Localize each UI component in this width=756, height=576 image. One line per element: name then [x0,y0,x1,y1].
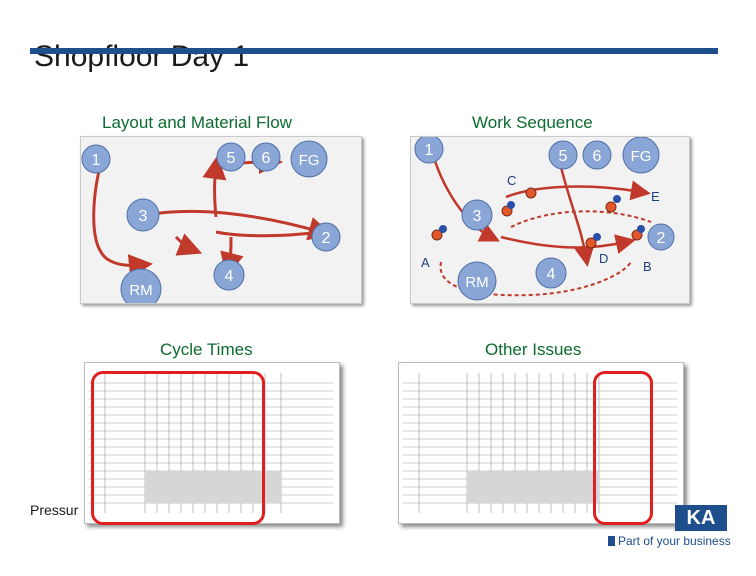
station-2-label: 2 [657,230,666,247]
flow-arrow [500,234,636,254]
station-6: 6 [582,140,612,170]
operator-d-label: D [599,251,608,266]
operator-walk-path [439,261,632,297]
operator-b-label: B [643,259,652,274]
heading-other-issues: Other Issues [485,340,582,359]
layout-flow-panel: 1 5 6 FG 3 2 4 RM [80,136,362,310]
station-5-label: 5 [227,150,236,167]
cycle-times-table-grid [89,373,333,513]
rm-label: RM [465,274,488,291]
station-6-label: 6 [262,150,271,167]
slide-title: Shopfloor Day 1 [34,40,250,73]
station-5: 5 [216,142,246,172]
finished-goods: FG [290,140,328,178]
finished-goods: FG [622,136,660,174]
flow-arrow [92,154,153,279]
station-6: 6 [251,142,281,172]
other-issues-table-grid [403,373,677,513]
station-4-label: 4 [547,266,556,283]
station-4-label: 4 [225,268,234,285]
layout-flow-diagram: 1 5 6 FG 3 2 4 RM [81,140,341,310]
station-5: 5 [548,140,578,170]
station-1-label: 1 [92,152,101,169]
station-6-label: 6 [593,148,602,165]
fg-label: FG [631,148,652,165]
fg-label: FG [299,152,320,169]
flow-arrow [215,230,322,238]
raw-material: RM [457,261,497,301]
operator-markers [431,187,643,249]
station-3: 3 [461,199,493,231]
cycle-times-highlight [91,371,265,525]
work-sequence-panel: 1 5 6 FG 3 2 4 RM [410,134,690,304]
operator-icons [439,195,645,241]
cycle-times-sheet [84,362,340,525]
flow-arrow [174,233,203,256]
footer-text: Pressur [30,502,79,518]
flow-arrow [202,155,227,218]
station-3-label: 3 [473,208,482,225]
rm-label: RM [129,282,152,299]
station-2: 2 [311,222,341,252]
station-1-label: 1 [425,142,434,159]
flow-arrow [559,166,595,267]
heading-layout-flow: Layout and Material Flow [102,113,292,132]
station-4: 4 [213,259,245,291]
operator-e-label: E [651,189,660,204]
work-sequence-diagram: 1 5 6 FG 3 2 4 RM [414,134,675,301]
heading-cycle-times: Cycle Times [160,340,253,359]
station-1: 1 [81,144,111,174]
other-issues-sheet [398,362,684,525]
station-4: 4 [535,257,567,289]
tagline: Part of your business [618,534,731,548]
company-logo: KA [675,505,727,531]
station-3-label: 3 [139,208,148,225]
heading-work-sequence: Work Sequence [472,113,593,132]
station-3: 3 [126,198,160,232]
operator-walk-path [510,210,652,228]
station-2-label: 2 [322,230,331,247]
station-1: 1 [414,134,444,164]
operator-a-label: A [421,255,430,270]
flow-arrow [505,180,651,201]
operator-c-label: C [507,173,516,188]
flow-arrow [145,209,333,241]
tagline-marker [608,536,615,546]
station-2: 2 [647,223,675,251]
station-5-label: 5 [559,148,568,165]
flow-arrow [431,154,500,242]
other-issues-highlight [593,371,653,525]
title-rule [30,48,718,54]
raw-material: RM [120,268,162,310]
